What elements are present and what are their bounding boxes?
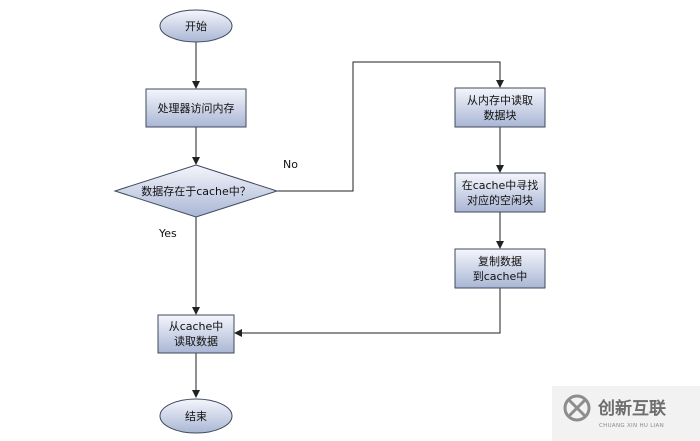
watermark: 创新互联 CHUANG XIN HU LIAN: [552, 386, 700, 441]
copy-data-label-line1: 复制数据: [478, 254, 522, 268]
edge-label-yes: Yes: [158, 227, 177, 240]
start-node: 开始: [159, 9, 233, 43]
copy-data-label-line2: 到cache中: [473, 270, 528, 283]
read-memory-label-line2: 数据块: [484, 108, 517, 122]
edge-label-no: No: [283, 158, 298, 171]
read-cache-node: 从cache中 读取数据: [157, 314, 235, 354]
find-block-label-line1: 在cache中寻找: [462, 178, 539, 192]
access-memory-node: 处理器访问内存: [145, 88, 247, 128]
end-label: 结束: [185, 410, 207, 423]
read-cache-label-line2: 读取数据: [174, 334, 218, 348]
read-memory-node: 从内存中读取 数据块: [454, 87, 546, 128]
edge-copy-to-readcache: [234, 288, 501, 337]
decision-label: 数据存在于cache中？: [141, 184, 251, 198]
watermark-pinyin: CHUANG XIN HU LIAN: [599, 423, 664, 429]
read-cache-label-line1: 从cache中: [169, 320, 224, 333]
brand-logo-icon: [563, 394, 591, 422]
find-block-node: 在cache中寻找 对应的空闲块: [454, 172, 546, 213]
read-memory-label-line1: 从内存中读取: [467, 93, 533, 107]
start-label: 开始: [185, 19, 207, 33]
edges: [192, 42, 504, 398]
end-node: 结束: [159, 398, 233, 434]
edge-decision-no: [277, 61, 504, 192]
watermark-brand: 创新互联: [597, 398, 666, 419]
find-block-label-line2: 对应的空闲块: [467, 193, 533, 207]
copy-data-node: 复制数据 到cache中: [454, 248, 546, 289]
decision-node: 数据存在于cache中？: [113, 164, 279, 218]
access-memory-label: 处理器访问内存: [158, 101, 235, 115]
